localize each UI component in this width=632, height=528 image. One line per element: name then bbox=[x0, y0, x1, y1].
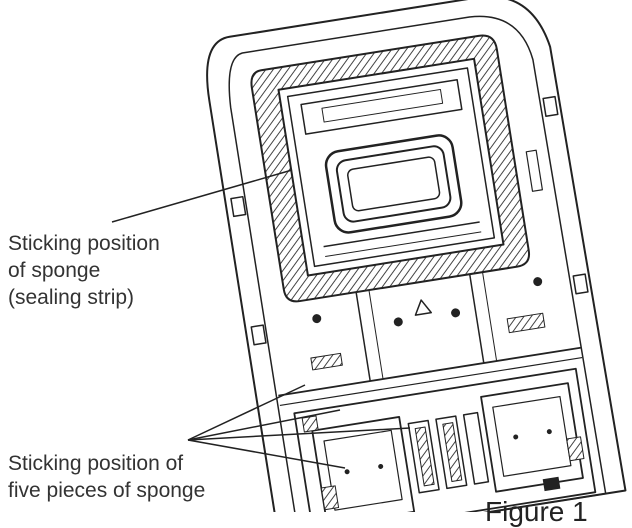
leader-lines bbox=[111, 169, 411, 469]
sealing-strip-label: Sticking position of sponge (sealing str… bbox=[8, 230, 160, 311]
inner-window-top bbox=[300, 78, 463, 135]
figure-caption: Figure 1 bbox=[485, 496, 588, 527]
housing-inner-rim bbox=[228, 15, 607, 512]
inner-window bbox=[286, 67, 496, 268]
leader-sponge-3 bbox=[187, 427, 411, 441]
sealing-strip-label-line2: of sponge bbox=[8, 259, 101, 282]
left-module bbox=[311, 416, 416, 512]
lower-compartment bbox=[293, 367, 597, 512]
five-sponges-label: Sticking position of five pieces of spon… bbox=[8, 450, 205, 504]
leader-sealing-strip bbox=[111, 169, 293, 223]
five-sponge-pads bbox=[301, 415, 585, 511]
five-sponges-label-line2: five pieces of sponge bbox=[8, 479, 206, 502]
device-housing bbox=[206, 0, 627, 512]
five-sponges-label-line1: Sticking position of bbox=[8, 452, 184, 475]
warning-mark bbox=[414, 299, 432, 316]
viewer-inner bbox=[347, 156, 441, 212]
viewer-mid bbox=[335, 145, 452, 223]
leader-sponge-1 bbox=[187, 384, 306, 441]
viewer-outer bbox=[324, 134, 463, 234]
housing-outline bbox=[206, 0, 627, 512]
right-module bbox=[480, 382, 584, 493]
device-back-diagram bbox=[111, 0, 627, 512]
leader-sponge-2 bbox=[187, 409, 341, 441]
leader-sponge-4 bbox=[187, 439, 346, 469]
sealing-strip-label-line3: (sealing strip) bbox=[8, 286, 135, 309]
sealing-strip-frame bbox=[250, 34, 531, 303]
inner-window-slot bbox=[321, 88, 444, 123]
sealing-strip-label-line1: Sticking position bbox=[8, 232, 160, 255]
